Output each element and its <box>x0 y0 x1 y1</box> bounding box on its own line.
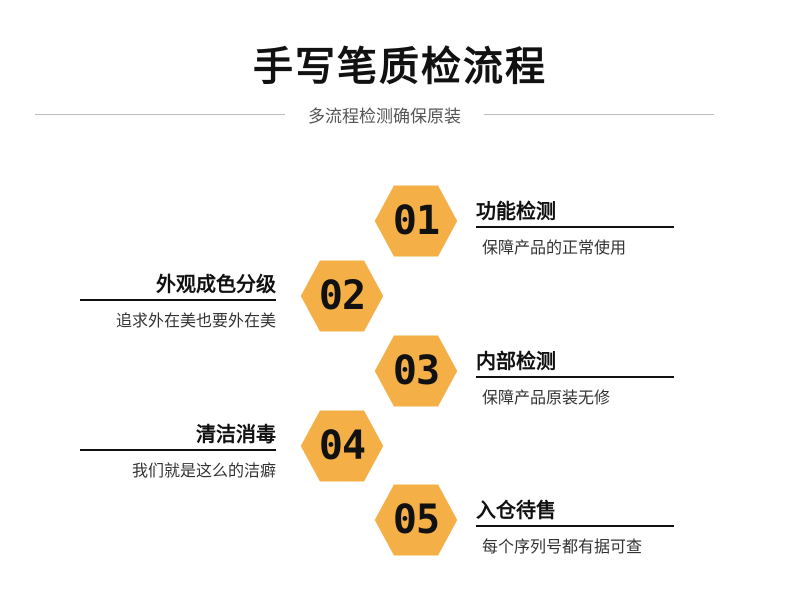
hexagon-shape <box>297 257 387 335</box>
step-number: 05 <box>392 497 440 543</box>
divider-left <box>35 114 285 115</box>
step-hexagon-04: 04 <box>296 406 388 486</box>
step-desc: 保障产品的正常使用 <box>482 238 627 257</box>
step-title: 入仓待售 <box>476 494 674 527</box>
step-desc: 我们就是这么的洁癖 <box>131 461 276 480</box>
step-hexagon-03: 03 <box>370 331 462 411</box>
hexagon-shape <box>371 332 461 410</box>
step-hexagon-01: 01 <box>370 181 462 261</box>
step-number: 03 <box>392 348 440 394</box>
step-title: 清洁消毒 <box>80 418 276 451</box>
step-hexagon-02: 02 <box>296 256 388 336</box>
step-item-05: 入仓待售 每个序列号都有据可查 <box>476 494 674 557</box>
page-subtitle: 多流程检测确保原装 <box>308 107 461 127</box>
step-item-02: 外观成色分级 追求外在美也要外在美 <box>80 268 276 331</box>
step-desc: 追求外在美也要外在美 <box>115 311 276 330</box>
hexagon-shape <box>371 481 461 559</box>
step-item-01: 功能检测 保障产品的正常使用 <box>476 195 674 258</box>
step-title: 外观成色分级 <box>80 268 276 301</box>
step-number: 02 <box>318 273 366 319</box>
hexagon-shape <box>297 407 387 485</box>
step-item-03: 内部检测 保障产品原装无修 <box>476 345 674 408</box>
hexagon-shape <box>371 182 461 260</box>
page-title: 手写笔质检流程 <box>253 44 547 90</box>
step-title: 内部检测 <box>476 345 674 378</box>
step-title: 功能检测 <box>476 195 674 228</box>
subtitle-row: 多流程检测确保原装 <box>0 100 800 128</box>
step-desc: 保障产品原装无修 <box>482 388 611 407</box>
step-number: 04 <box>318 423 366 469</box>
step-hexagon-05: 05 <box>370 480 462 560</box>
step-number: 01 <box>392 198 440 244</box>
step-desc: 每个序列号都有据可查 <box>482 537 643 556</box>
step-item-04: 清洁消毒 我们就是这么的洁癖 <box>80 418 276 481</box>
divider-right <box>484 114 714 115</box>
